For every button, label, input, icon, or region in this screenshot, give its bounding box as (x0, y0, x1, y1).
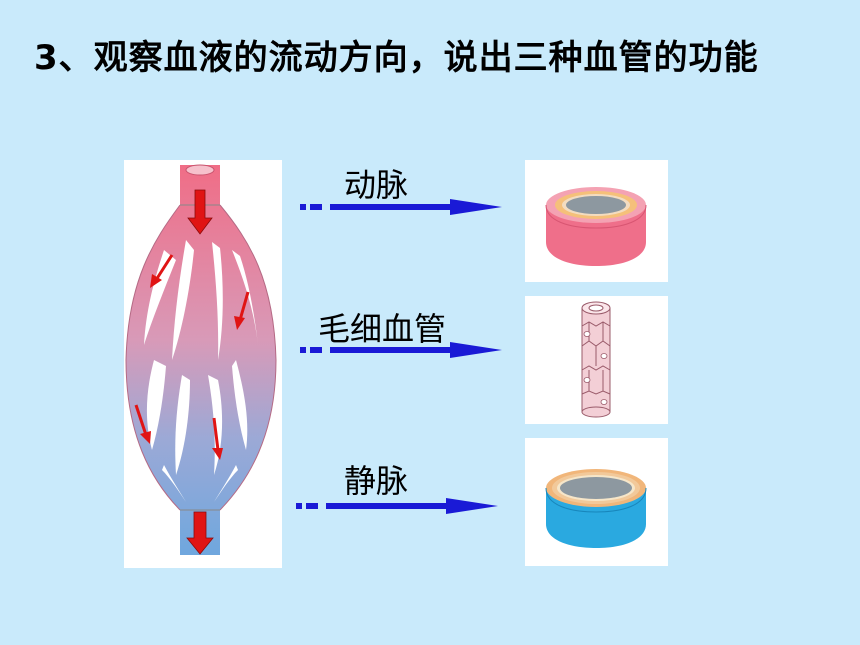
capillary-tube (581, 301, 611, 418)
vein-panel (525, 438, 668, 566)
vein-cross-section (545, 469, 647, 548)
capillary-panel (525, 296, 668, 424)
vessel-network-diagram (125, 164, 277, 555)
artery-arrow (300, 199, 502, 215)
artery-panel (525, 160, 668, 282)
capillary-arrow (300, 342, 502, 358)
flow-arrow-bottom (186, 511, 214, 555)
vein-arrow (296, 498, 498, 514)
vein-label: 静脉 (344, 462, 409, 500)
artery-label: 动脉 (344, 166, 409, 204)
flow-arrow-top (187, 189, 213, 235)
vessel-network-panel (124, 160, 282, 568)
capillary-label: 毛细血管 (318, 310, 447, 348)
artery-cross-section (545, 187, 647, 266)
slide-title: 3、观察血液的流动方向，说出三种血管的功能 (34, 38, 759, 78)
